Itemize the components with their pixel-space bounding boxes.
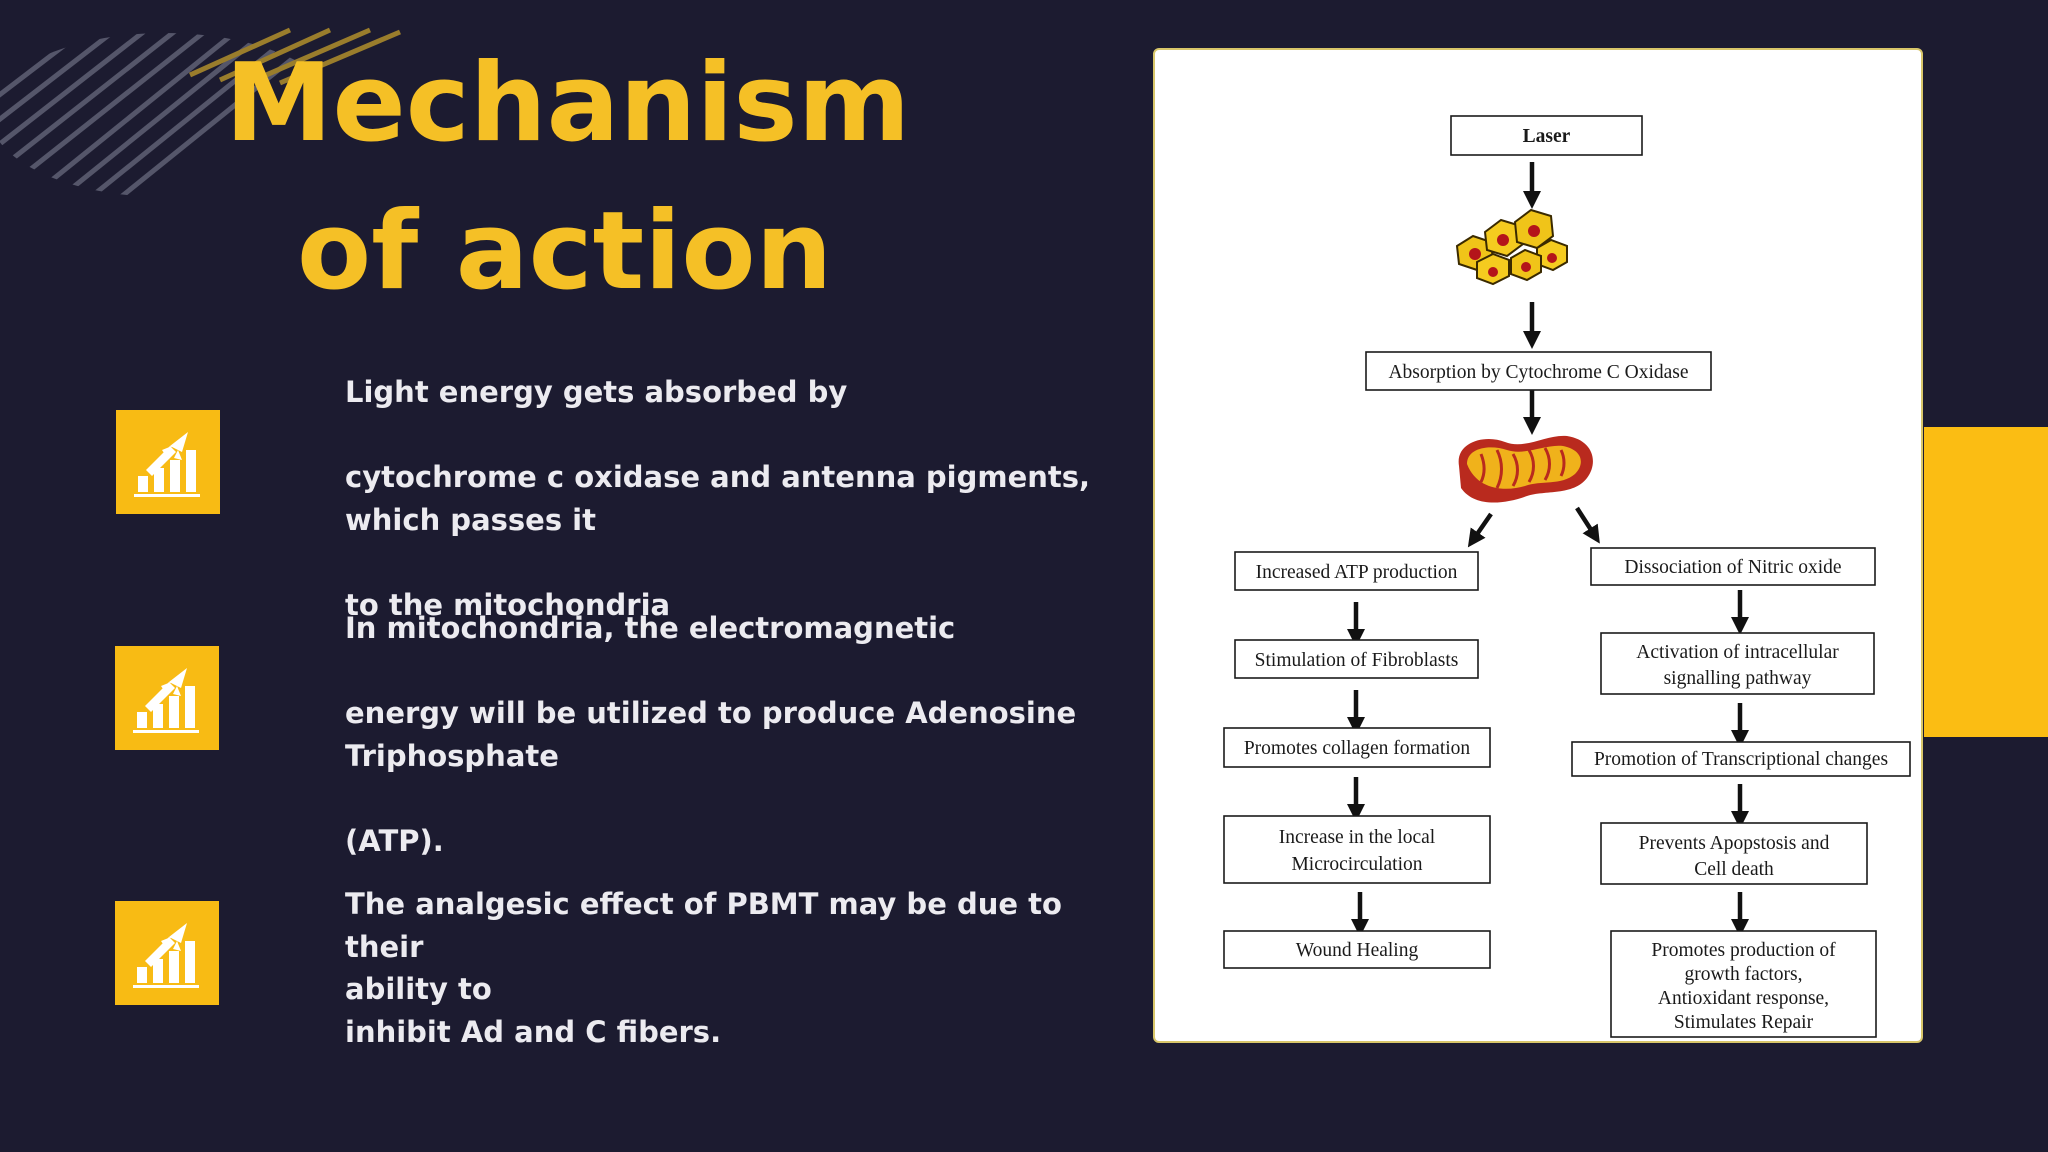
left-step-4-label-line-2: Microcirculation bbox=[1291, 854, 1422, 875]
rocket-growth-chart-icon bbox=[116, 410, 220, 514]
right-step-4-box bbox=[1600, 822, 1868, 885]
left-step-4-label-line-1: Increase in the local bbox=[1279, 827, 1436, 848]
bullet-1-line-6: to the mitochondria bbox=[345, 587, 671, 622]
bullet-2-line-5 bbox=[345, 777, 1105, 820]
laser-label: Laser bbox=[1523, 126, 1571, 147]
bullet-2-line-3: energy will be utilized to produce Adeno… bbox=[345, 696, 1077, 730]
right-step-2-box bbox=[1600, 632, 1875, 695]
right-step-5-label-line-3: Antioxidant response, bbox=[1658, 988, 1829, 1009]
left-step-1-box bbox=[1234, 551, 1479, 591]
bullet-text-1: Light energy gets absorbed by cytochrome… bbox=[345, 371, 1105, 626]
left-step-5-label: Wound Healing bbox=[1296, 940, 1419, 961]
slide-title: Mechanism of action bbox=[225, 30, 911, 326]
absorption-label: Absorption by Cytochrome C Oxidase bbox=[1388, 362, 1688, 383]
mitochondria-icon bbox=[1458, 435, 1593, 503]
rocket-growth-chart-icon-glyph bbox=[133, 923, 199, 988]
title-line-2: of action bbox=[297, 189, 833, 314]
bullet-2-line-1: In mitochondria, the electromagnetic bbox=[345, 611, 956, 645]
right-step-3-box bbox=[1571, 741, 1911, 777]
bullet-1-line-1: Light energy gets absorbed by bbox=[345, 375, 848, 409]
left-step-5-box bbox=[1223, 930, 1491, 969]
title-line-1: Mechanism bbox=[225, 41, 911, 166]
left-step-2-box bbox=[1234, 639, 1479, 679]
bullet-2-line-6: (ATP). bbox=[345, 823, 444, 858]
right-step-1-label: Dissociation of Nitric oxide bbox=[1624, 557, 1841, 578]
bullet-1-line-3: cytochrome c oxidase and antenna pigment… bbox=[345, 460, 1091, 494]
left-step-3-box bbox=[1223, 727, 1491, 768]
rocket-growth-chart-icon bbox=[115, 901, 219, 1005]
left-step-3-label: Promotes collagen formation bbox=[1244, 738, 1471, 759]
laser-box bbox=[1450, 115, 1643, 156]
arrow-mitochondria-to-right bbox=[1575, 506, 1600, 544]
rocket-growth-chart-icon-glyph bbox=[134, 432, 200, 497]
right-step-5-label-line-4: Stimulates Repair bbox=[1674, 1012, 1814, 1033]
bullet-2-line-4: Triphosphate bbox=[345, 738, 559, 773]
left-step-1-label: Increased ATP production bbox=[1256, 562, 1458, 583]
right-step-4-label-line-2: Cell death bbox=[1694, 859, 1774, 880]
absorption-box bbox=[1365, 351, 1712, 391]
right-step-4-label-line-1: Prevents Apopstosis and bbox=[1639, 833, 1830, 854]
left-step-2-label: Stimulation of Fibroblasts bbox=[1255, 650, 1459, 671]
flowchart-svg: Laser bbox=[1223, 115, 1911, 1038]
right-step-5-label-line-1: Promotes production of bbox=[1651, 940, 1836, 961]
bullet-text-2: In mitochondria, the electromagnetic ene… bbox=[345, 607, 1105, 862]
flowchart-figure: Laser bbox=[1153, 48, 1923, 1043]
bullet-2-line-2 bbox=[345, 650, 1105, 693]
bullet-3-line-1: The analgesic effect of PBMT may be due … bbox=[345, 887, 1062, 964]
right-step-5-label-line-2: growth factors, bbox=[1684, 964, 1802, 985]
bullet-1-line-2 bbox=[345, 414, 1105, 457]
right-step-1-box bbox=[1590, 547, 1876, 586]
bullet-1-line-5 bbox=[345, 541, 1105, 584]
yellow-accent-block bbox=[1924, 427, 2048, 737]
bullet-text-3: The analgesic effect of PBMT may be due … bbox=[345, 883, 1105, 1053]
bullet-3-line-2: ability to bbox=[345, 972, 492, 1006]
rocket-growth-chart-icon bbox=[115, 646, 219, 750]
bullet-1-line-4: which passes it bbox=[345, 502, 596, 537]
right-step-2-label-line-1: Activation of intracellular bbox=[1636, 642, 1839, 663]
right-step-3-label: Promotion of Transcriptional changes bbox=[1594, 749, 1888, 770]
bullet-3-line-3: inhibit Ad and C fibers. bbox=[345, 1014, 722, 1049]
right-step-5-box bbox=[1610, 930, 1877, 1038]
decorative-stripes bbox=[0, 27, 401, 197]
cell-cluster-icon bbox=[1455, 208, 1568, 286]
arrow-mitochondria-to-left bbox=[1467, 512, 1493, 548]
left-step-4-box bbox=[1223, 815, 1491, 884]
rocket-growth-chart-icon-glyph bbox=[133, 668, 199, 733]
right-step-2-label-line-2: signalling pathway bbox=[1664, 668, 1812, 689]
